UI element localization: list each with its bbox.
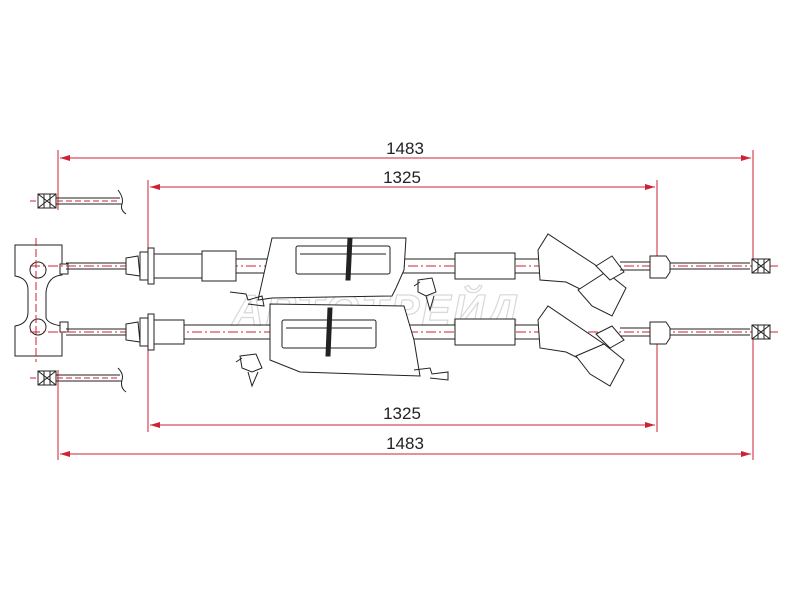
- upper-cable: [30, 233, 780, 317]
- dim-label-bottom-overall: 1483: [386, 434, 424, 453]
- lower-clip: [235, 353, 263, 388]
- upper-clip: [413, 277, 437, 312]
- detached-cable-end-top: [30, 189, 127, 215]
- equalizer-bracket: [14, 238, 69, 362]
- detached-cable-end-bottom: [30, 367, 127, 393]
- dim-label-bottom-inner: 1325: [383, 404, 421, 423]
- dimension-lines: [57, 150, 754, 460]
- lower-cable: [30, 303, 780, 388]
- dim-label-top-overall: 1483: [386, 139, 424, 158]
- dim-label-top-inner: 1325: [383, 168, 421, 187]
